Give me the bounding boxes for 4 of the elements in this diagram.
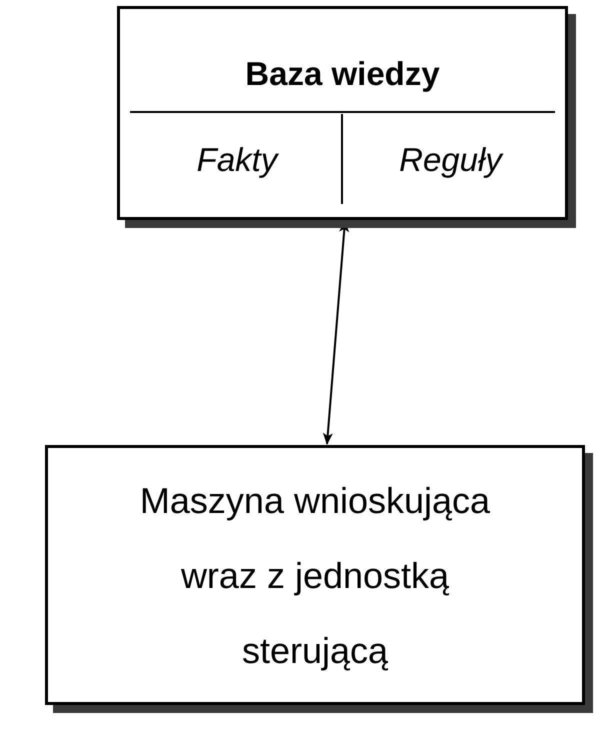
- compartment-label: Fakty: [196, 142, 278, 176]
- compartment-label: Reguły: [399, 142, 502, 176]
- box-title: Baza wiedzy: [244, 57, 441, 90]
- box-text: Maszyna wnioskująca wraz z jednostką sterującą: [138, 478, 492, 672]
